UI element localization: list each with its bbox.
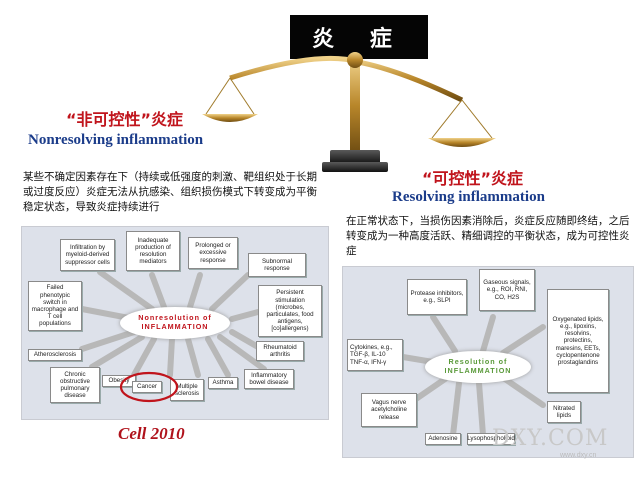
diagram-node: Chronic obstructive pulmonary disease xyxy=(50,367,100,403)
diagram-node: Lysophospholipid xyxy=(467,433,515,445)
balance-scale-icon xyxy=(202,52,496,172)
right-heading-en: Resolving inflammation xyxy=(392,189,545,205)
center-label-line: Nonresolution of xyxy=(138,313,212,322)
diagram-node: Rheumatoid arthritis xyxy=(256,341,304,361)
left-description: 某些不确定因素存在下（持续或低强度的刺激、靶组织处于长期或过度反应）炎症无法从抗… xyxy=(23,171,317,213)
left-heading-cn: “非可控性”炎症 xyxy=(66,110,184,129)
center-label-line: INFLAMMATION xyxy=(141,322,209,331)
diagram-node: Inflammatory bowel disease xyxy=(244,369,294,389)
diagram-node: Vagus nerve acetylcholine release xyxy=(361,393,417,427)
diagram-node: Adenosine xyxy=(425,433,461,445)
highlight-circle-icon xyxy=(119,371,179,403)
watermark: DXY.COM xyxy=(492,426,609,451)
diagram-node: Asthma xyxy=(208,377,238,389)
center-label: Resolution of INFLAMMATION xyxy=(425,357,531,375)
citation: Cell 2010 xyxy=(118,424,185,443)
watermark-small: www.dxy.cn xyxy=(560,452,597,459)
diagram-node: Gaseous signals, e.g., ROI, RNI, CO, H2S xyxy=(479,269,535,311)
diagram-node: Prolonged or excessive response xyxy=(188,237,238,269)
diagram-node: Protease inhibitors, e.g., SLPI xyxy=(407,279,467,315)
diagram-node: Inadequate production of resolution medi… xyxy=(126,231,180,271)
nonresolution-diagram: Infiltration by myeloid-derived suppress… xyxy=(21,226,329,420)
diagram-node: Nitrated lipids xyxy=(547,401,581,423)
center-label-line: INFLAMMATION xyxy=(444,366,512,375)
diagram-node: Cytokines, e.g., TGF-β, IL-10 TNF-α, IFN… xyxy=(347,339,403,371)
diagram-node: Infiltration by myeloid-derived suppress… xyxy=(60,239,115,271)
center-ellipse xyxy=(425,351,531,383)
diagram-node: Persistent stimulation (microbes, partic… xyxy=(258,285,322,337)
diagram-node: Multiple sclerosis xyxy=(170,379,204,401)
resolution-diagram: Protease inhibitors, e.g., SLPI Gaseous … xyxy=(342,266,634,458)
title-box: 炎 症 xyxy=(290,15,428,59)
left-heading-en: Nonresolving inflammation xyxy=(28,132,204,148)
diagram-node: Failed phenotypic switch in macrophage a… xyxy=(28,281,82,331)
diagram-node: Atherosclerosis xyxy=(28,349,82,361)
right-heading-cn: “可控性”炎症 xyxy=(422,169,524,188)
center-label: Nonresolution of INFLAMMATION xyxy=(120,313,230,331)
right-arrows xyxy=(400,314,546,438)
center-ellipse xyxy=(120,307,230,339)
diagram-node: Oxygenated lipids, e.g., lipoxins, resol… xyxy=(547,289,609,393)
diagram-node: Cancer xyxy=(132,381,162,393)
diagram-node: Subnormal response xyxy=(248,253,306,277)
page-title: 炎 症 xyxy=(312,27,406,52)
center-label-line: Resolution of xyxy=(448,357,508,366)
right-description: 在正常状态下，当损伤因素消除后，炎症反应随即终结，之后转变成为一种高度活跃、精细… xyxy=(346,215,630,257)
